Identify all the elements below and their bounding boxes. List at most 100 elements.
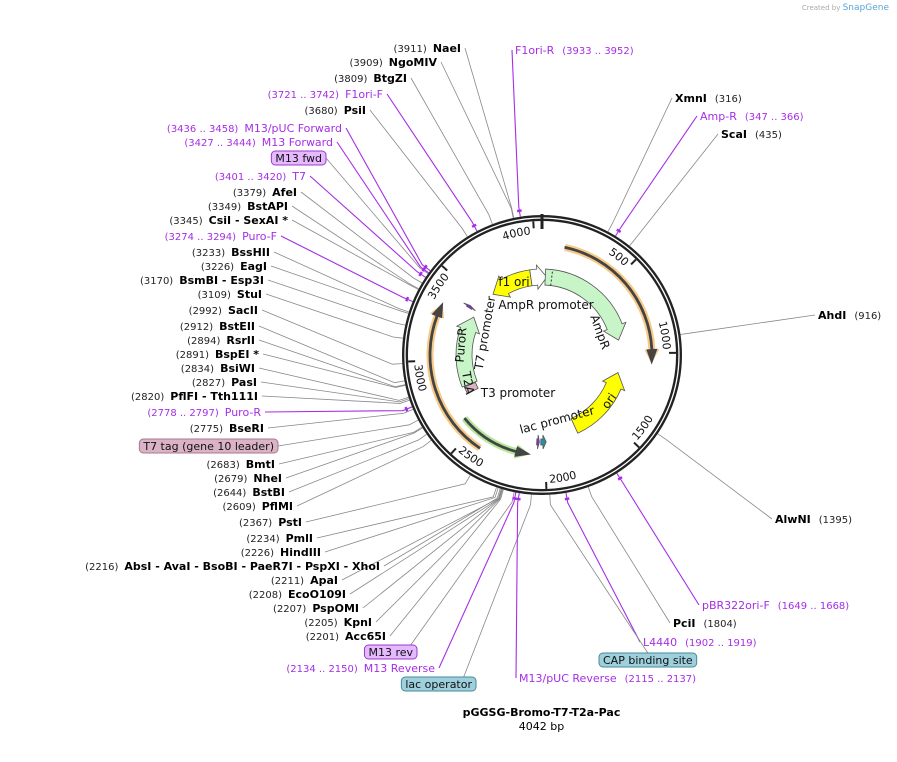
restriction-site-label[interactable]: (3170)BsmBI - Esp3I bbox=[140, 274, 264, 287]
restriction-site-label[interactable]: (2234)PmlI bbox=[246, 532, 313, 545]
restriction-site-label[interactable]: (2891)BspEI * bbox=[176, 348, 260, 361]
label-name: pBR322ori-F bbox=[702, 599, 770, 612]
feature-t2a[interactable] bbox=[463, 381, 479, 395]
restriction-site-label[interactable]: (2894)RsrII bbox=[187, 334, 255, 347]
leader-line bbox=[270, 265, 409, 314]
orf-arrow[interactable] bbox=[564, 245, 658, 365]
feature-ampr[interactable] bbox=[544, 268, 627, 341]
leader-line bbox=[410, 492, 515, 646]
primer-label[interactable]: (3274 .. 3294)Puro-F bbox=[165, 230, 277, 243]
feature-box-text: T7 tag (gene 10 leader) bbox=[142, 440, 274, 453]
orf-arrow[interactable] bbox=[463, 417, 531, 457]
orf-glow[interactable] bbox=[426, 303, 482, 452]
feature-box-label[interactable]: CAP binding site bbox=[598, 652, 698, 668]
label-position: (3274 .. 3294) bbox=[165, 232, 237, 243]
primer-binding-mark bbox=[471, 223, 477, 228]
restriction-site-label[interactable]: (2211)ApaI bbox=[271, 574, 338, 587]
label-position: (3233) bbox=[192, 248, 225, 259]
restriction-site-label[interactable]: (2207)PspOMI bbox=[273, 602, 359, 615]
label-position: (2115 .. 2137) bbox=[625, 674, 697, 685]
backbone-outer bbox=[402, 215, 682, 495]
leader-line bbox=[267, 408, 414, 429]
primer-binding-mark bbox=[404, 406, 409, 412]
restriction-site-label[interactable]: (3349)BstAPI bbox=[208, 200, 288, 213]
label-text: (2208)EcoO109I bbox=[249, 588, 346, 601]
restriction-site-label[interactable]: (3233)BssHII bbox=[192, 246, 270, 259]
restriction-site-label[interactable]: (2609)PflMI bbox=[222, 500, 293, 513]
feature-lac-promoter[interactable] bbox=[540, 434, 547, 450]
primer-label[interactable]: (3401 .. 3420)T7 bbox=[215, 170, 306, 183]
restriction-site-label[interactable]: (2367)PstI bbox=[239, 516, 302, 529]
feature-t3-promoter[interactable] bbox=[536, 434, 540, 449]
primer-label[interactable]: M13/pUC Reverse(2115 .. 2137) bbox=[519, 672, 696, 685]
restriction-site-label[interactable]: (2992)SacII bbox=[189, 304, 258, 317]
label-text: (3379)AfeI bbox=[233, 186, 297, 199]
primer-label[interactable]: (3427 .. 3444)M13 Forward bbox=[184, 136, 333, 149]
label-text: Amp-R(347 .. 366) bbox=[700, 110, 804, 123]
label-position: (2134 .. 2150) bbox=[286, 664, 358, 675]
primer-label[interactable]: Amp-R(347 .. 366) bbox=[700, 110, 804, 123]
primer-binding-mark bbox=[617, 476, 623, 481]
primer-label[interactable]: pBR322ori-F (1649 .. 1668) bbox=[702, 599, 849, 612]
restriction-site-label[interactable]: AhdI(916) bbox=[818, 309, 881, 322]
primer-label[interactable]: (2134 .. 2150)M13 Reverse bbox=[286, 662, 435, 675]
restriction-site-label[interactable]: (2201)Acc65I bbox=[306, 630, 386, 643]
leader-line bbox=[261, 309, 403, 365]
label-position: (3909) bbox=[350, 58, 383, 69]
restriction-site-label[interactable]: (3379)AfeI bbox=[233, 186, 297, 199]
label-text: M13/pUC Reverse(2115 .. 2137) bbox=[519, 672, 696, 685]
label-text: (3721 .. 3742)F1ori-F bbox=[268, 88, 383, 101]
restriction-site-label[interactable]: (2216)AbsI - AvaI - BsoBI - PaeR7I - Psp… bbox=[85, 560, 380, 573]
restriction-site-label[interactable]: (3226)EagI bbox=[201, 260, 267, 273]
restriction-site-label[interactable]: (2834)BsiWI bbox=[181, 362, 255, 375]
restriction-site-label[interactable]: (3909)NgoMIV bbox=[350, 56, 438, 69]
restriction-site-label[interactable]: AlwNI(1395) bbox=[775, 513, 852, 526]
restriction-site-label[interactable]: (2208)EcoO109I bbox=[249, 588, 346, 601]
feature-box-label[interactable]: T7 tag (gene 10 leader) bbox=[138, 438, 279, 454]
restriction-site-label[interactable]: (2226)HindIII bbox=[241, 546, 321, 559]
feature-t7-promoter[interactable] bbox=[463, 302, 476, 312]
feature-box-label[interactable]: M13 rev bbox=[363, 644, 418, 660]
restriction-site-label[interactable]: (2912)BstEII bbox=[180, 320, 255, 333]
primer-label[interactable]: L4440(1902 .. 1919) bbox=[643, 636, 757, 649]
primer-label[interactable]: (3721 .. 3742)F1ori-F bbox=[268, 88, 383, 101]
label-position: (2609) bbox=[222, 502, 255, 513]
restriction-site-label[interactable]: (2644)BstBI bbox=[213, 486, 285, 499]
feature-box-label[interactable]: lac operator bbox=[400, 676, 477, 692]
restriction-site-label[interactable]: (3109)StuI bbox=[198, 288, 262, 301]
restriction-site-label[interactable]: (2827)PasI bbox=[192, 376, 257, 389]
primer-label[interactable]: (2778 .. 2797)Puro-R bbox=[147, 406, 261, 419]
feature-ori[interactable] bbox=[570, 372, 626, 434]
restriction-site-label[interactable]: (3911)NaeI bbox=[394, 42, 461, 55]
label-text: AhdI(916) bbox=[818, 309, 881, 322]
restriction-site-label[interactable]: (3345)CsiI - SexAI * bbox=[169, 214, 288, 227]
orf-arrow[interactable] bbox=[428, 302, 481, 450]
feature-box bbox=[363, 644, 418, 660]
restriction-site-label[interactable]: XmnI(316) bbox=[675, 92, 742, 105]
restriction-site-label[interactable]: (2820)PflFI - Tth111I bbox=[131, 390, 258, 403]
restriction-site-label[interactable]: (2775)BseRI bbox=[190, 422, 264, 435]
leader-line bbox=[375, 489, 503, 623]
primer-label[interactable]: (3436 .. 3458)M13/pUC Forward bbox=[167, 122, 342, 135]
label-name: M13/pUC Forward bbox=[244, 122, 342, 135]
restriction-site-label[interactable]: PciI(1804) bbox=[673, 617, 737, 630]
orf-glow[interactable] bbox=[461, 416, 530, 459]
label-name: BstAPI bbox=[247, 200, 288, 213]
label-name: SacII bbox=[228, 304, 258, 317]
feature-box-label[interactable]: M13 fwd bbox=[270, 150, 327, 166]
feature-ampr-promoter[interactable] bbox=[529, 264, 548, 291]
label-text: (3809)BtgZI bbox=[334, 72, 407, 85]
feature-puror[interactable] bbox=[455, 316, 481, 388]
label-text: (2775)BseRI bbox=[190, 422, 264, 435]
restriction-site-label[interactable]: (3809)BtgZI bbox=[334, 72, 407, 85]
restriction-site-label[interactable]: (2205)KpnI bbox=[304, 616, 372, 629]
label-text: (3274 .. 3294)Puro-F bbox=[165, 230, 277, 243]
restriction-site-label[interactable]: (3680)PsiI bbox=[304, 104, 366, 117]
restriction-site-label[interactable]: (2683)BmtI bbox=[207, 458, 275, 471]
label-position: (3401 .. 3420) bbox=[215, 172, 287, 183]
restriction-site-label[interactable]: ScaI(435) bbox=[721, 128, 782, 141]
label-name: BseRI bbox=[229, 422, 264, 435]
label-position: (1649 .. 1668) bbox=[778, 601, 850, 612]
restriction-site-label[interactable]: (2679)NheI bbox=[214, 472, 282, 485]
primer-label[interactable]: F1ori-R(3933 .. 3952) bbox=[515, 44, 634, 57]
